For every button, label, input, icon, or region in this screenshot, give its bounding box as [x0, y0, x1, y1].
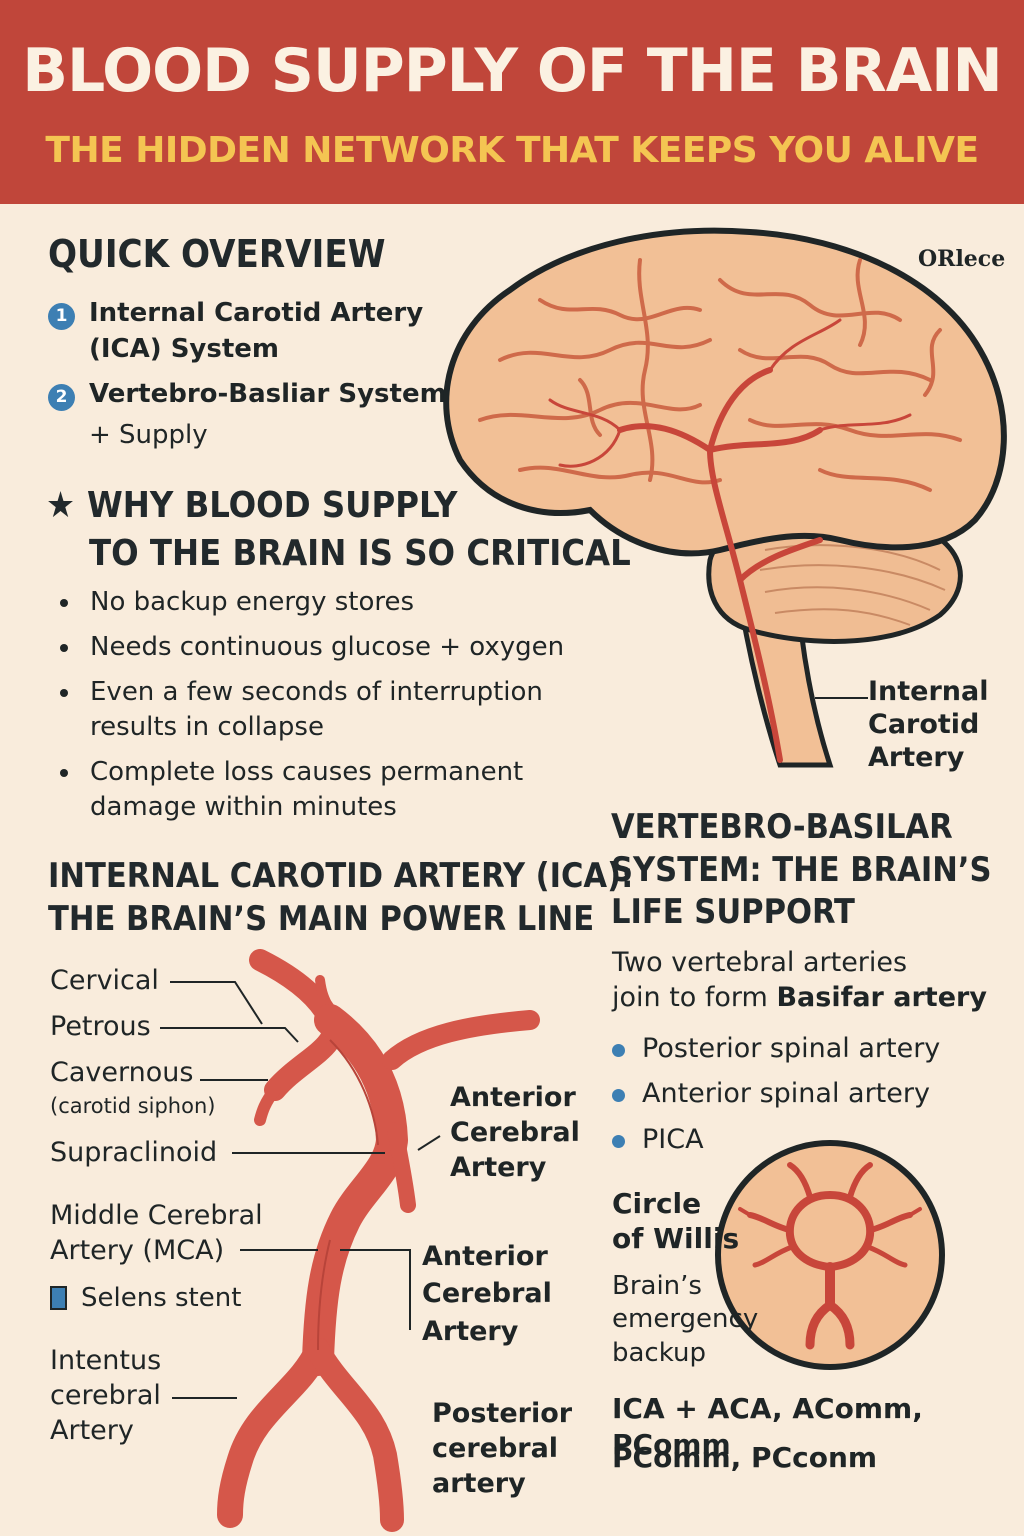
- label-intentus-line3: Artery: [50, 1415, 134, 1447]
- label-cervical: Cervical: [50, 965, 159, 996]
- vb-footer-line2: PComm, PCconm: [612, 1441, 878, 1474]
- why-bullet-text: Complete loss causes permanent: [90, 757, 524, 788]
- overview-item-1-line1: Internal Carotid Artery: [89, 298, 424, 328]
- page-subtitle: THE HIDDEN NETWORK THAT KEEPS YOU ALIVE: [45, 130, 979, 171]
- label-mca-line2: Artery (MCA): [50, 1235, 225, 1266]
- label-intentus-line1: Intentus: [50, 1345, 162, 1376]
- page-title: BLOOD SUPPLY OF THE BRAIN: [22, 36, 1002, 106]
- label-cavernous: Cavernous: [50, 1057, 194, 1088]
- vb-branch-item: Posterior spinal artery: [610, 1031, 940, 1067]
- cerebrum: [443, 227, 1007, 557]
- brain-ica-label-line2: Carotid: [868, 708, 980, 740]
- label-aca-lower-line2: Cerebral: [422, 1278, 552, 1310]
- why-heading: ★ WHY BLOOD SUPPLY: [46, 484, 457, 527]
- circle-title-line1: Circle: [612, 1187, 702, 1220]
- circle-caption-line1: Brain’s: [612, 1271, 702, 1301]
- label-petrous: Petrous: [50, 1011, 151, 1042]
- vb-intro-line2: join to form Basifar artery: [612, 980, 987, 1016]
- overview-item-1-line2: (ICA) System: [89, 334, 279, 364]
- overview-heading: QUICK OVERVIEW: [48, 232, 386, 276]
- vb-heading-line1: VERTEBRO-BASILAR: [611, 807, 953, 847]
- label-aca-lower-line1: Anterior: [422, 1241, 548, 1272]
- brain-illustration: [443, 227, 1007, 768]
- brain-ica-label: Internal Carotid Artery: [868, 676, 989, 775]
- label-aca-upper-line1: Anterior: [450, 1082, 576, 1113]
- circle-of-willis-caption: Brain’s emergency backup: [612, 1270, 758, 1370]
- vb-branch-list: Posterior spinal artery Anterior spinal …: [610, 1031, 940, 1167]
- why-bullet: Needs continuous glucose + oxygen: [50, 630, 570, 665]
- label-pca-line1: Posterior: [432, 1398, 573, 1429]
- vb-branch-item: PICA: [610, 1122, 940, 1158]
- why-bullet-text: damage within minutes: [90, 792, 397, 823]
- vb-footer-line1: ICA + ACA, AComm, PComm: [612, 1392, 923, 1462]
- why-bullet-text: results in collapse: [90, 712, 324, 743]
- why-heading-line2: TO THE BRAIN IS SO CRITICAL: [89, 533, 631, 574]
- label-pca-line3: artery: [432, 1468, 526, 1500]
- stent-icon: [50, 1286, 67, 1310]
- brain-ica-label-line3: Artery: [868, 741, 965, 773]
- vb-branch-item: Anterior spinal artery: [610, 1076, 940, 1112]
- why-bullet-text: No backup energy stores: [90, 587, 415, 617]
- number-badge-2: 2: [48, 384, 75, 411]
- label-stent: Selens stent: [81, 1283, 242, 1313]
- label-intentus: Intentus cerebral Artery: [50, 1343, 161, 1448]
- vb-heading-line2: SYSTEM: THE BRAIN’S: [611, 849, 992, 890]
- overview-item-2-line1: Vertebro-Basliar System: [89, 379, 447, 409]
- circle-title-line2: of Willis: [612, 1222, 740, 1256]
- label-aca-upper: Anterior Cerebral Artery: [450, 1080, 580, 1185]
- vb-intro-bold: Basifar artery: [776, 982, 987, 1013]
- watermark-signature: ORlece: [918, 246, 1006, 272]
- why-heading-line1: WHY BLOOD SUPPLY: [87, 485, 458, 526]
- label-carotid-siphon: (carotid siphon): [50, 1094, 216, 1118]
- vb-heading-line3: LIFE SUPPORT: [611, 892, 855, 932]
- ica-artery-diagram: [160, 949, 540, 1532]
- label-aca-lower-line3: Artery: [422, 1315, 519, 1347]
- label-aca-upper-line3: Artery: [450, 1152, 547, 1184]
- label-intentus-line2: cerebral: [50, 1380, 161, 1412]
- why-bullet: Complete loss causes permanent damage wit…: [50, 755, 570, 825]
- brain-ica-label-line1: Internal: [868, 676, 989, 707]
- header-banner: [0, 0, 1024, 204]
- label-pca: Posterior cerebral artery: [432, 1396, 572, 1501]
- circle-caption-line2: emergency: [612, 1304, 759, 1335]
- label-supraclinoid: Supraclinoid: [50, 1137, 218, 1168]
- circle-of-willis-diagram: [715, 1140, 945, 1370]
- ica-heading-line1: INTERNAL CAROTID ARTERY (ICA):: [48, 856, 634, 896]
- vb-intro-text: join to form: [612, 982, 777, 1013]
- why-bullet: Even a few seconds of interruption result…: [50, 675, 570, 745]
- overview-item-2: 2 Vertebro-Basliar System: [48, 377, 447, 412]
- label-mca-line1: Middle Cerebral: [50, 1200, 263, 1231]
- why-bullet-list: No backup energy stores Needs continuous…: [50, 585, 570, 836]
- label-aca-lower: Anterior Cerebral Artery: [422, 1238, 552, 1350]
- overview-item-2-line2: + Supply: [89, 420, 208, 450]
- overview-item-1: 1 Internal Carotid Artery: [48, 296, 423, 331]
- circle-of-willis-title: Circle of Willis: [612, 1186, 739, 1257]
- vb-intro-line1: Two vertebral arteries: [612, 947, 908, 978]
- label-pca-line2: cerebral: [432, 1433, 559, 1465]
- why-bullet-text: Needs continuous glucose + oxygen: [90, 632, 565, 663]
- circle-caption-line3: backup: [612, 1337, 706, 1368]
- ica-heading-line2: THE BRAIN’S MAIN POWER LINE: [48, 899, 595, 939]
- number-badge-1: 1: [48, 303, 75, 330]
- why-bullet-text: Even a few seconds of interruption: [90, 677, 543, 708]
- vb-heading: VERTEBRO-BASILAR SYSTEM: THE BRAIN’S LIF…: [611, 806, 991, 934]
- why-bullet: No backup energy stores: [50, 585, 570, 620]
- label-aca-upper-line2: Cerebral: [450, 1117, 580, 1149]
- star-icon: ★: [46, 485, 76, 526]
